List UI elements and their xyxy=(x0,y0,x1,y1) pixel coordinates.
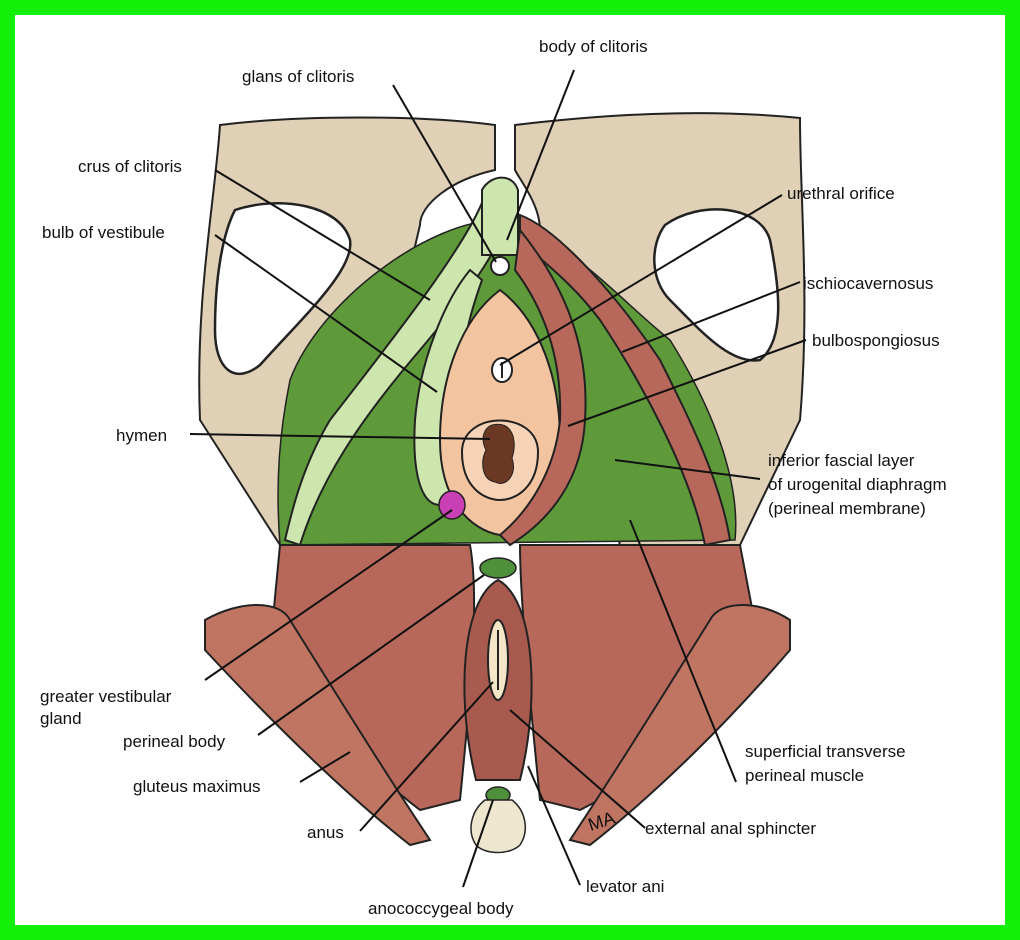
label-hymen: hymen xyxy=(116,425,167,446)
label-inferior-fascial-line3: (perineal membrane) xyxy=(768,498,926,519)
label-anococcygeal-body: anococcygeal body xyxy=(368,898,514,919)
coccyx-shape xyxy=(471,800,525,853)
label-gluteus-maximus: gluteus maximus xyxy=(133,776,261,797)
label-crus-of-clitoris: crus of clitoris xyxy=(78,156,182,177)
label-bulb-of-vestibule: bulb of vestibule xyxy=(42,222,165,243)
greater-vestibular-gland-shape xyxy=(439,491,465,519)
vaginal-orifice xyxy=(483,424,514,483)
label-inferior-fascial-line2: of urogenital diaphragm xyxy=(768,474,947,495)
label-superficial-transverse-line2: perineal muscle xyxy=(745,765,864,786)
label-body-of-clitoris: body of clitoris xyxy=(539,36,648,57)
label-perineal-body: perineal body xyxy=(123,731,225,752)
label-ischiocavernosus: ischiocavernosus xyxy=(803,273,933,294)
label-bulbospongiosus: bulbospongiosus xyxy=(812,330,940,351)
label-anus: anus xyxy=(307,822,344,843)
label-greater-vestibular-line1: greater vestibular xyxy=(40,686,171,707)
label-greater-vestibular-line2: gland xyxy=(40,708,82,729)
label-glans-of-clitoris: glans of clitoris xyxy=(242,66,354,87)
label-external-anal-sphincter: external anal sphincter xyxy=(645,818,816,839)
label-superficial-transverse-line1: superficial transverse xyxy=(745,741,906,762)
perineal-body-shape xyxy=(480,558,516,578)
label-levator-ani: levator ani xyxy=(586,876,664,897)
body-of-clitoris-shape xyxy=(482,178,518,255)
label-inferior-fascial-line1: inferior fascial layer xyxy=(768,450,914,471)
label-urethral-orifice: urethral orifice xyxy=(787,183,895,204)
